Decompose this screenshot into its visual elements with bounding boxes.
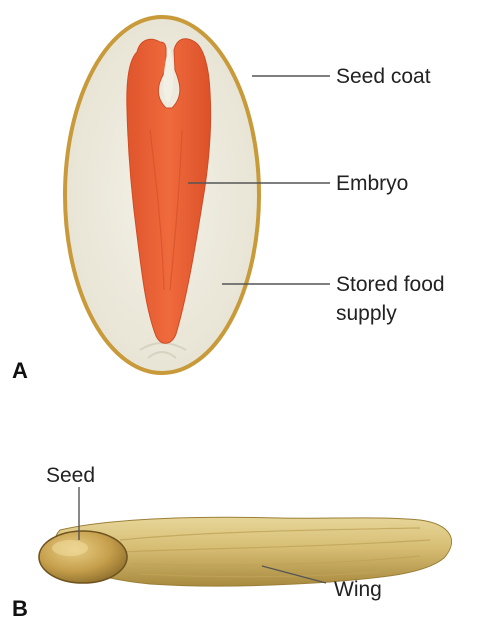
panel-letter-a: A — [12, 358, 28, 383]
embryo-label: Embryo — [336, 172, 408, 195]
panel-a: Seed coat Embryo Stored food supply A — [12, 17, 445, 383]
panel-b: Seed Wing B — [12, 464, 452, 621]
stored-food-label-line2: supply — [336, 302, 397, 325]
panel-letter-b: B — [12, 596, 28, 621]
seed-coat-label: Seed coat — [336, 65, 431, 88]
seed-body — [39, 531, 127, 583]
seed-label: Seed — [46, 464, 95, 487]
stored-food-label-line1: Stored food — [336, 273, 445, 296]
seed-highlight — [52, 540, 88, 556]
wing-label: Wing — [334, 578, 382, 601]
